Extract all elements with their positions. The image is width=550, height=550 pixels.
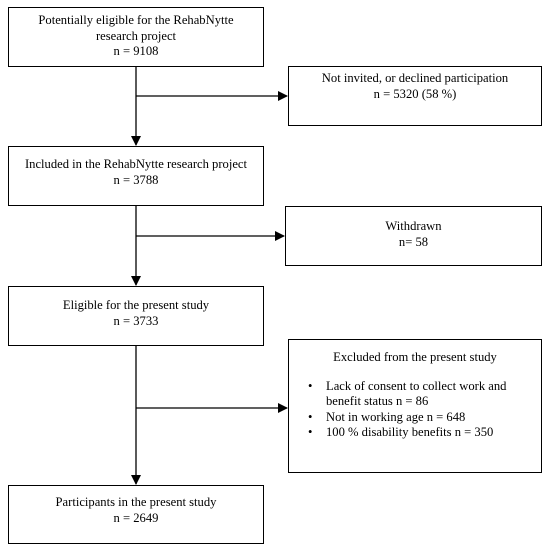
box-count: n= 58 [398, 234, 429, 249]
box-text: Potentially eligible for the RehabNytte [38, 13, 234, 27]
box-included: Included in the RehabNytte research proj… [8, 146, 264, 206]
box-participants: Participants in the present study n = 26… [8, 485, 264, 544]
box-eligible-present: Eligible for the present study n = 3733 [8, 286, 264, 346]
box-count: n = 2649 [113, 510, 159, 525]
box-potentially-eligible: Potentially eligible for the RehabNytte … [8, 7, 264, 67]
box-withdrawn: Withdrawn n= 58 [285, 206, 542, 266]
box-text: Not invited, or declined participation [321, 71, 509, 85]
box-text: Participants in the present study [55, 495, 217, 509]
box-text: Included in the RehabNytte research proj… [24, 157, 248, 171]
list-item: 100 % disability benefits n = 350 [308, 425, 541, 441]
list-item: Not in working age n = 648 [308, 410, 541, 426]
box-not-invited: Not invited, or declined participation n… [288, 66, 542, 126]
box-text: research project [95, 28, 177, 43]
box-text: Withdrawn [385, 219, 442, 233]
box-count: n = 3733 [113, 313, 159, 328]
box-count: n = 9108 [113, 44, 159, 58]
excluded-list: Lack of consent to collect work and bene… [289, 379, 541, 441]
box-count: n = 3788 [113, 172, 159, 187]
box-text: Eligible for the present study [62, 298, 210, 312]
list-item: Lack of consent to collect work and bene… [308, 379, 541, 410]
box-count: n = 5320 (58 %) [373, 86, 457, 101]
box-excluded: Excluded from the present study Lack of … [288, 339, 542, 473]
box-title: Excluded from the present study [333, 350, 497, 364]
